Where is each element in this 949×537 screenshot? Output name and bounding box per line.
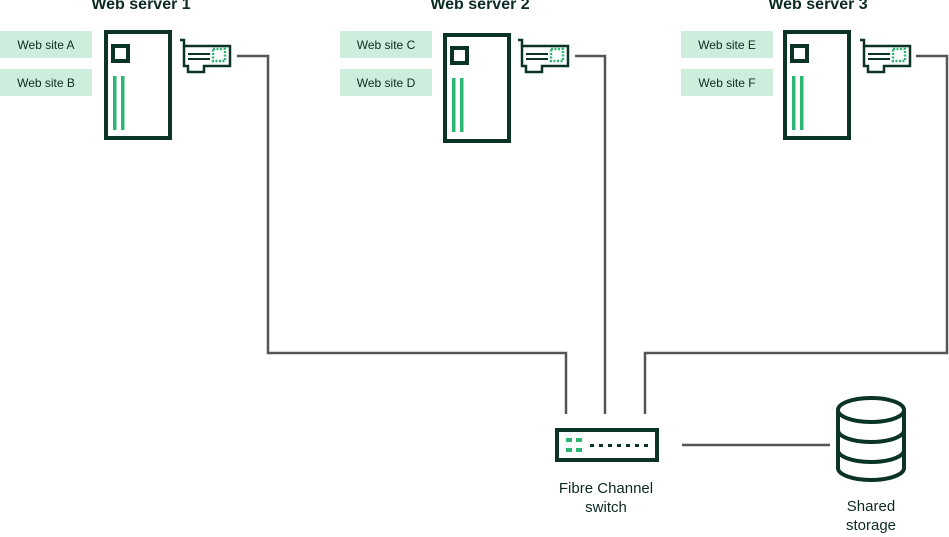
server-1-title: Web server 1: [91, 0, 191, 13]
web-site-tag: Web site A: [0, 31, 92, 58]
switch-label-line-1: Fibre Channel: [558, 480, 654, 497]
web-site-tag: Web site C: [340, 31, 432, 58]
server-3-title: Web server 3: [768, 0, 868, 13]
server-2-title: Web server 2: [430, 0, 530, 13]
storage-label-line-1: Shared: [846, 498, 896, 515]
cable-server-3: [643, 54, 949, 414]
server-3-icon: [783, 30, 851, 140]
switch-label: Fibre Channel switch: [559, 479, 653, 517]
fibre-channel-switch-icon: [555, 428, 659, 462]
cable-server-2: [575, 54, 607, 414]
shared-storage-icon: [836, 396, 906, 482]
switch-label-line-2: switch: [585, 499, 627, 516]
cables: [237, 54, 949, 447]
web-site-tag: Web site B: [0, 69, 92, 96]
cable-server-1: [237, 54, 568, 414]
storage-label: Shared storage: [846, 497, 896, 535]
web-site-tag: Web site D: [340, 69, 432, 96]
web-site-tag: Web site E: [681, 31, 773, 58]
server-1-icon: [104, 30, 172, 140]
web-site-tag: Web site F: [681, 69, 773, 96]
server-2-icon: [443, 33, 511, 143]
nic-card-2-icon: [518, 38, 570, 74]
storage-label-line-2: storage: [845, 517, 897, 534]
nic-card-1-icon: [180, 38, 232, 74]
nic-card-3-icon: [860, 38, 912, 74]
